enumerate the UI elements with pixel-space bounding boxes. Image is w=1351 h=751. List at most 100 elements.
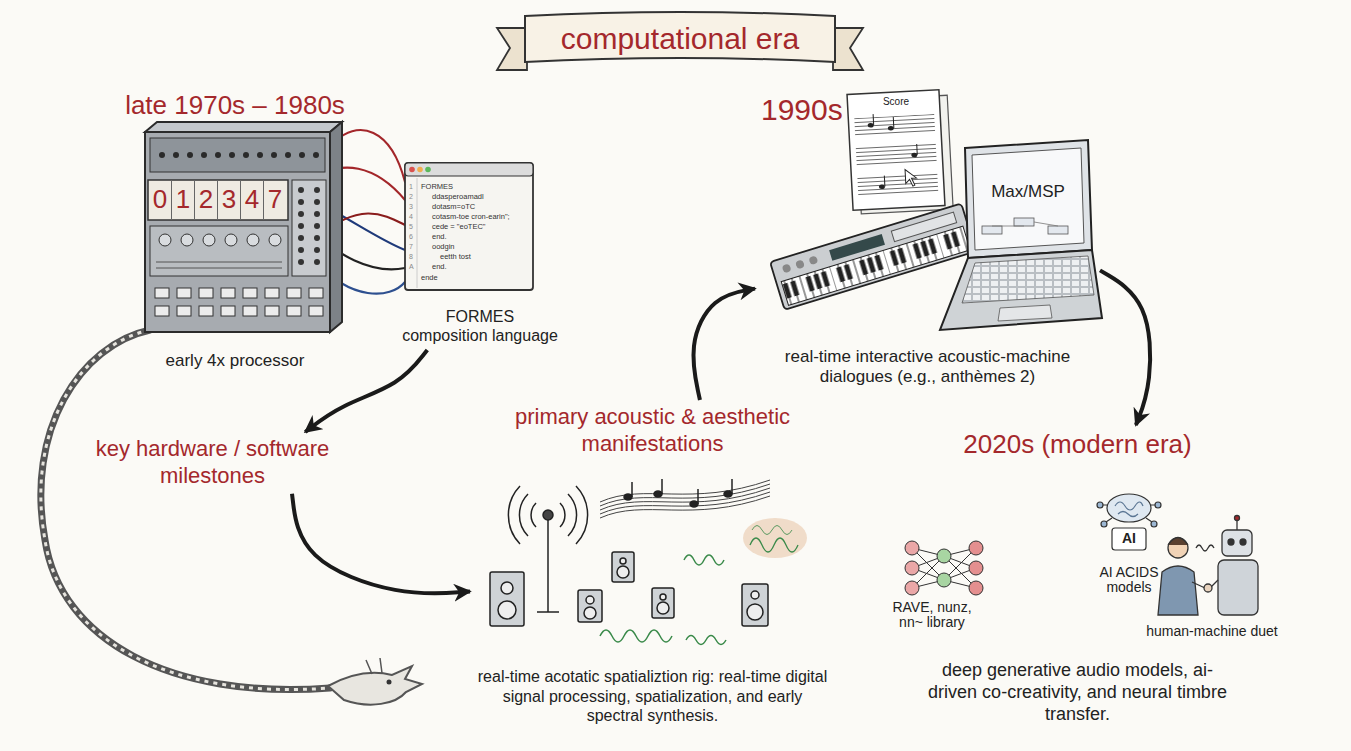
human-machine-figures <box>1158 516 1258 616</box>
midi-keyboard <box>808 255 818 265</box>
4x-processor-rack <box>265 306 279 316</box>
score-sheet <box>916 144 918 155</box>
laptop <box>982 218 1068 234</box>
4x-processor-rack <box>221 288 235 298</box>
4x-processor-rack <box>150 138 325 172</box>
spatialization-rig <box>743 518 807 558</box>
code-window <box>405 163 533 176</box>
flow-arrow <box>305 350 427 432</box>
4x-processor-rack <box>243 288 257 298</box>
4x-processor-rack <box>298 199 304 205</box>
4x-processor-rack <box>298 187 320 265</box>
spatialization-rig <box>742 584 768 626</box>
ai-chip-icon <box>1097 502 1103 508</box>
node-heading: primary acoustic & aesthetic manifestati… <box>503 404 803 458</box>
4x-processor-rack <box>181 234 193 246</box>
spatialization-rig <box>731 479 733 494</box>
spatialization-rig <box>490 572 524 626</box>
4x-processor-rack <box>172 180 264 220</box>
display-digit: 3 <box>218 185 240 214</box>
spatialization-rig <box>684 555 724 565</box>
human-machine-figures <box>1192 582 1205 588</box>
score-sheet <box>905 169 917 187</box>
human-machine-figures <box>1236 520 1237 530</box>
laptop <box>940 250 1102 330</box>
4x-processor-rack <box>309 306 323 316</box>
4x-processor-rack <box>269 234 281 246</box>
human-machine-figures <box>1158 566 1198 615</box>
code-line: oodgin <box>432 243 455 251</box>
code-window <box>405 163 533 290</box>
dragon-tail <box>41 330 330 690</box>
4x-processor-rack <box>221 306 235 316</box>
neural-network-icon <box>937 549 951 563</box>
spatialization-rig <box>537 611 559 613</box>
4x-processor-rack <box>199 288 213 298</box>
code-window <box>409 167 415 173</box>
display-digit: 1 <box>172 185 194 214</box>
icon-caption: AI ACIDS models <box>1089 565 1169 596</box>
code-line: end. <box>432 263 447 271</box>
display-digit: 7 <box>264 185 286 214</box>
4x-processor-rack <box>155 288 169 298</box>
score-sheet <box>873 114 875 125</box>
node-text: deep generative audio models, ai-driven … <box>928 660 1228 726</box>
4x-processor-rack <box>314 259 320 265</box>
dragon-tail <box>328 666 422 705</box>
midi-keyboard <box>782 263 792 273</box>
laptop <box>1014 218 1034 226</box>
4x-processor-rack <box>309 288 323 298</box>
code-line: cede = "eoTEC" <box>432 223 485 231</box>
spatialization-rig <box>568 494 577 536</box>
ai-chip-icon <box>1155 502 1161 508</box>
spatialization-rig <box>560 503 565 527</box>
human-machine-figures <box>1204 584 1212 592</box>
line-number: 2 <box>409 193 413 201</box>
spatialization-rig <box>490 479 807 645</box>
laptop <box>940 140 1102 330</box>
spatialization-rig <box>654 491 662 497</box>
4x-processor-rack <box>298 235 304 241</box>
score-sheet <box>884 176 886 187</box>
spatialization-rig <box>752 526 792 535</box>
flow-arrow <box>693 289 755 400</box>
node-heading: late 1970s – 1980s <box>125 90 345 122</box>
spatialization-rig <box>543 510 553 520</box>
4x-processor-rack <box>265 288 279 298</box>
4x-processor-rack <box>159 234 171 246</box>
laptop <box>998 305 1052 321</box>
code-window <box>405 163 533 290</box>
4x-processor-rack <box>177 306 191 316</box>
node-text: key hardware / software milestones <box>86 436 339 490</box>
4x-processor-rack <box>199 306 213 316</box>
score-sheet <box>893 117 895 128</box>
4x-processor-rack <box>298 259 304 265</box>
4x-processor-rack <box>155 288 323 316</box>
line-number: 4 <box>409 213 413 221</box>
4x-processor-rack <box>292 180 326 276</box>
chip-label: AI <box>1113 531 1145 546</box>
node-heading: 2020s (modern era) <box>963 429 1191 461</box>
4x-processor-rack <box>314 199 320 205</box>
4x-processor-rack <box>173 152 179 158</box>
spatialization-rig <box>750 538 798 552</box>
score-label: Score <box>866 96 926 107</box>
spatialization-rig <box>624 479 732 507</box>
score-sheet <box>868 123 874 128</box>
title-banner <box>497 12 863 70</box>
neural-network-icon <box>969 541 983 555</box>
score-sheet <box>847 90 945 211</box>
spatialization-rig <box>600 480 770 518</box>
midi-keyboard <box>770 204 976 310</box>
flow-arrow <box>292 494 470 594</box>
4x-processor-rack <box>298 247 304 253</box>
rig-panel: primary acoustic & aesthetic manifestati… <box>470 400 835 730</box>
node-text: real-time acotatic spatializtion rig: re… <box>476 667 829 726</box>
human-machine-figures <box>1235 516 1240 521</box>
4x-processor-rack <box>159 152 319 158</box>
human-machine-figures <box>1240 539 1246 545</box>
spatialization-rig <box>652 588 674 618</box>
score-sheet <box>888 126 894 131</box>
spatialization-rig <box>724 491 732 497</box>
title-banner <box>497 28 527 70</box>
